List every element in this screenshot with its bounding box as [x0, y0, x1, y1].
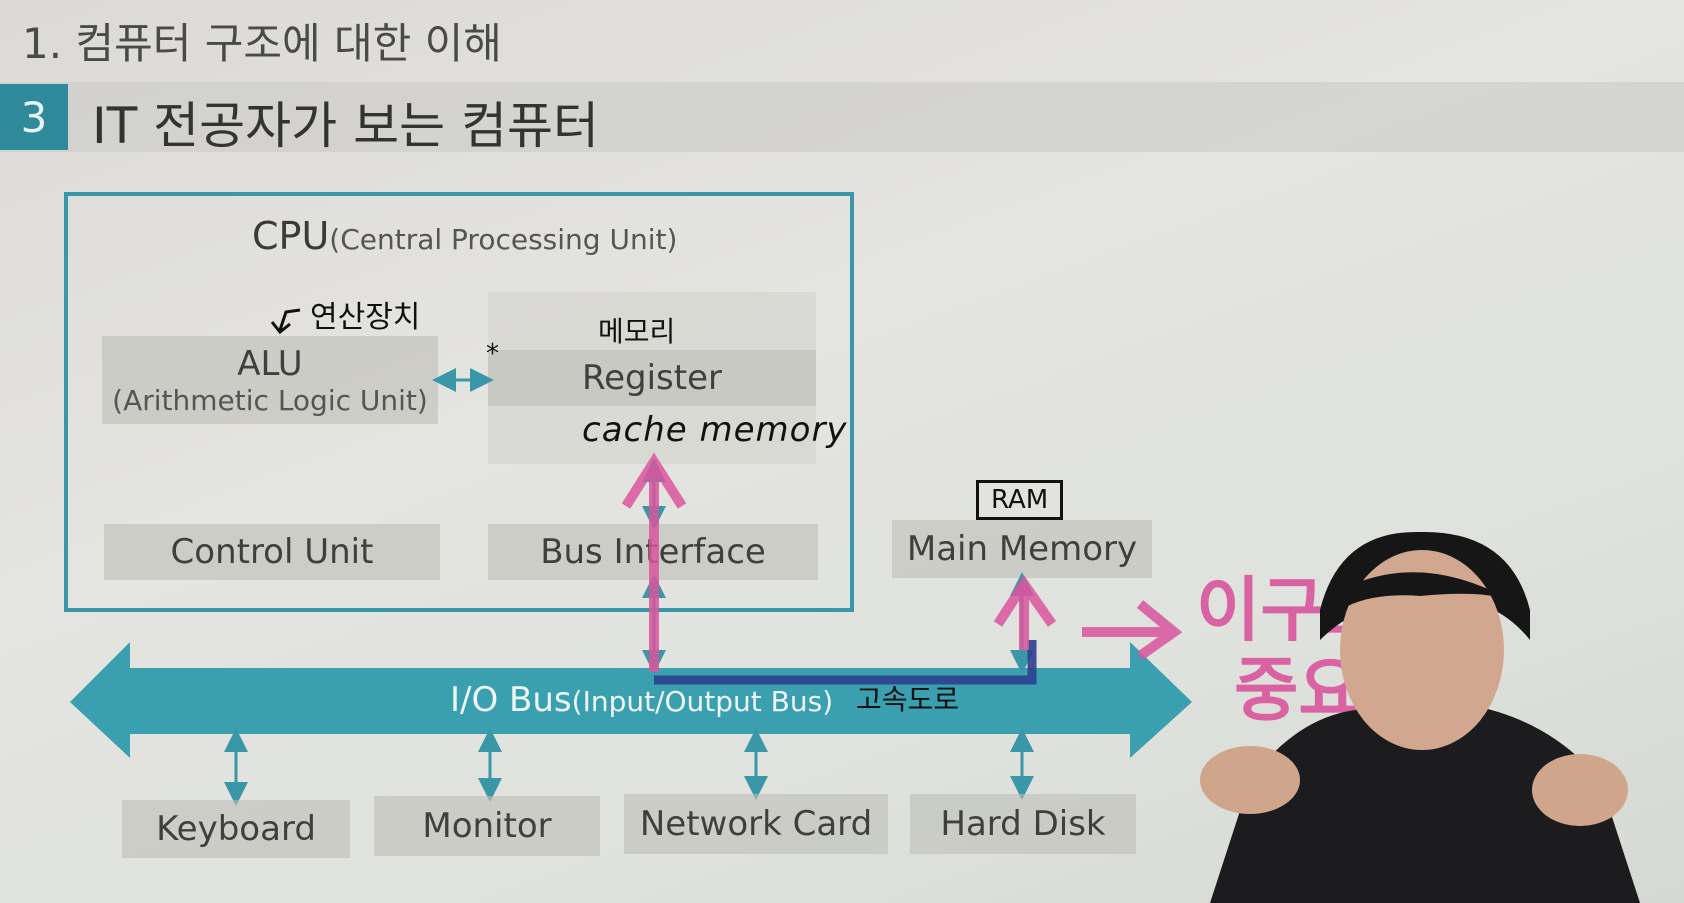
cpu-subtitle: (Central Processing Unit) — [329, 223, 678, 256]
alu-subtitle: (Arithmetic Logic Unit) — [112, 383, 428, 417]
annotation-memory: 메모리 — [598, 315, 676, 348]
device-network-card: Network Card — [624, 794, 888, 854]
annotation-ram: RAM — [976, 480, 1064, 520]
io-bus-title: I/O Bus — [450, 680, 572, 720]
control-unit-box: Control Unit — [104, 524, 440, 580]
io-bus-arrow — [70, 642, 1192, 758]
annotation-alu: 연산장치 — [310, 300, 421, 335]
chapter-title: 1. 컴퓨터 구조에 대한 이해 — [22, 19, 502, 68]
cpu-label: CPU — [252, 214, 330, 258]
io-bus-subtitle: (Input/Output Bus) — [571, 685, 834, 718]
section-number-badge: 3 — [0, 84, 68, 150]
pink-path-arrowhead-memory — [993, 575, 1057, 627]
annotation-cache-memory: cache memory — [582, 410, 848, 450]
alu-box: ALU (Arithmetic Logic Unit) — [102, 336, 438, 424]
presenter-face — [1340, 550, 1504, 750]
annotation-bus: 고속도로 — [856, 683, 960, 716]
star-mark: * — [486, 339, 499, 369]
presenter-hair-fringe — [1340, 572, 1510, 610]
pink-path-arrowhead-register — [621, 452, 687, 509]
presenter-video-overlay — [1200, 531, 1640, 903]
pink-pointer-arrow — [1082, 600, 1183, 661]
register-box: Register — [488, 350, 816, 406]
cpu-title: CPU(Central Processing Unit) — [252, 214, 677, 258]
navy-path-bottom — [654, 640, 1037, 685]
main-memory-box: Main Memory — [892, 520, 1152, 578]
section-header-bar — [0, 82, 1684, 152]
presenter-left-hand — [1200, 746, 1300, 814]
presenter-right-hand — [1532, 754, 1628, 826]
device-hard-disk: Hard Disk — [910, 794, 1136, 854]
cpu-container — [64, 192, 854, 612]
alu-note-arrow — [270, 308, 301, 335]
device-monitor: Monitor — [374, 796, 600, 856]
device-keyboard: Keyboard — [122, 800, 350, 858]
io-bus-label: I/O Bus(Input/Output Bus) — [450, 680, 833, 720]
alu-label: ALU — [237, 343, 303, 384]
section-title: IT 전공자가 보는 컴퓨터 — [92, 97, 599, 155]
presenter-body — [1210, 705, 1640, 903]
